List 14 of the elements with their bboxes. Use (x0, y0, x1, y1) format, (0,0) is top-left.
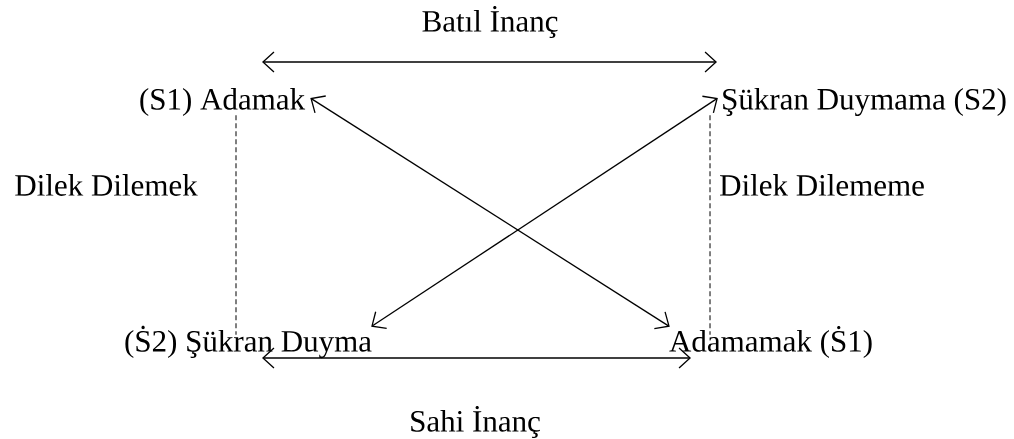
double-arrow (371, 95, 718, 330)
edge-label: Batıl İnanç (422, 5, 558, 39)
dashed-line (709, 114, 711, 336)
double-arrow (310, 95, 670, 330)
dashed-line (235, 114, 237, 336)
double-arrow (262, 51, 717, 73)
edge-label: Dilek Dilemek (15, 174, 198, 196)
edge-label: Dilek Dilememe (720, 174, 924, 196)
double-arrow (262, 347, 691, 369)
term-label: (S1) Adamak (140, 87, 306, 117)
term-label: Şükran Duymama (S2) (723, 87, 1006, 117)
term-label: Adamamak (Ṡ1) (669, 325, 872, 359)
term-label: (Ṡ2) Şükran Duyma (125, 325, 372, 359)
edge-label: Sahi İnanç (411, 405, 540, 439)
